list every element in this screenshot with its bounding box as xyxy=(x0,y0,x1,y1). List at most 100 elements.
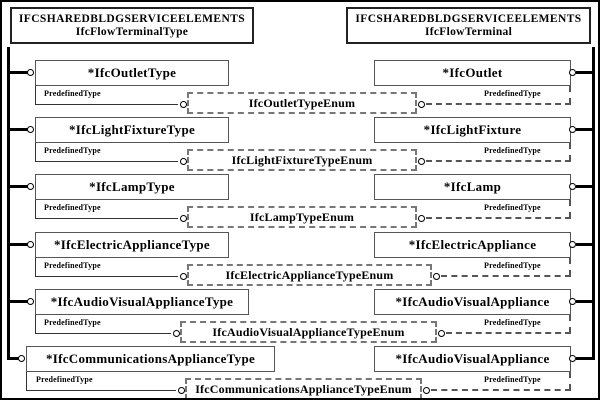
open-circle-connector xyxy=(569,69,576,76)
diagram-row: *IfcOutletType PredefinedType IfcOutletT… xyxy=(2,60,598,117)
optional-attribute-line-vertical-dashed xyxy=(569,315,571,333)
occurrence-entity-box: *IfcLamp xyxy=(374,174,571,200)
diagram-row: *IfcAudioVisualApplianceType PredefinedT… xyxy=(2,289,598,346)
supertype-stub-line xyxy=(576,357,593,360)
schema-header-right: IFCSHAREDBLDGSERVICEELEMENTS IfcFlowTerm… xyxy=(346,7,591,44)
open-circle-connector xyxy=(180,158,187,165)
enum-type-box: IfcLampTypeEnum xyxy=(187,206,417,228)
attribute-line-horizontal xyxy=(35,218,178,220)
enum-label: IfcElectricApplianceTypeEnum xyxy=(225,267,394,282)
optional-attribute-line-vertical-dashed xyxy=(569,258,571,276)
open-circle-connector xyxy=(569,183,576,190)
schema-name: IFCSHAREDBLDGSERVICEELEMENTS xyxy=(355,12,582,25)
open-circle-connector xyxy=(27,69,34,76)
attribute-label: PredefinedType xyxy=(484,261,541,270)
occurrence-entity-box: *IfcElectricAppliance xyxy=(374,232,571,258)
supertype-stub-line xyxy=(8,71,29,74)
type-entity-box: *IfcLightFixtureType xyxy=(35,117,229,143)
attribute-line-horizontal xyxy=(35,333,171,335)
enum-type-box: IfcOutletTypeEnum xyxy=(187,92,417,114)
open-circle-connector xyxy=(418,215,425,222)
supertype-stub-line xyxy=(8,357,20,360)
supertype-stub-line xyxy=(576,185,593,188)
supertype-stub-line xyxy=(8,243,29,246)
type-entity-box: *IfcCommunicationsApplianceType xyxy=(26,346,275,372)
entity-label: *IfcLampType xyxy=(89,179,175,194)
enum-type-box: IfcAudioVisualApplianceTypeEnum xyxy=(180,321,437,343)
open-circle-connector xyxy=(27,241,34,248)
attribute-label: PredefinedType xyxy=(484,203,541,212)
open-circle-connector xyxy=(438,330,445,337)
attribute-line-horizontal xyxy=(35,104,178,106)
enum-type-box: IfcCommunicationsApplianceTypeEnum xyxy=(185,378,422,398)
occurrence-entity-box: *IfcLightFixture xyxy=(374,117,571,143)
attribute-label: PredefinedType xyxy=(36,375,93,384)
attribute-line-vertical xyxy=(35,258,37,277)
open-circle-connector xyxy=(173,330,180,337)
attribute-label: PredefinedType xyxy=(484,318,541,327)
supertype-stub-line xyxy=(8,185,29,188)
type-entity-box: *IfcAudioVisualApplianceType xyxy=(35,289,249,315)
left-bus-line xyxy=(7,47,10,360)
optional-attribute-line-dashed xyxy=(426,217,571,219)
schema-header-left: IFCSHAREDBLDGSERVICEELEMENTS IfcFlowTerm… xyxy=(10,7,254,44)
open-circle-connector xyxy=(180,273,187,280)
enum-type-box: IfcElectricApplianceTypeEnum xyxy=(187,264,432,286)
open-circle-connector xyxy=(418,101,425,108)
attribute-label: PredefinedType xyxy=(484,89,541,98)
optional-attribute-line-vertical-dashed xyxy=(569,143,571,161)
open-circle-connector xyxy=(569,298,576,305)
entity-label: *IfcElectricApplianceType xyxy=(53,237,210,252)
attribute-line-vertical xyxy=(35,86,37,105)
schema-subtitle: IfcFlowTerminal xyxy=(424,25,513,38)
open-circle-connector xyxy=(27,126,34,133)
attribute-line-horizontal xyxy=(35,161,178,163)
attribute-label: PredefinedType xyxy=(484,375,541,384)
entity-label: *IfcAudioVisualAppliance xyxy=(395,294,550,309)
enum-label: IfcAudioVisualApplianceTypeEnum xyxy=(212,324,405,339)
entity-label: *IfcLamp xyxy=(443,179,502,194)
entity-label: *IfcOutletType xyxy=(87,65,177,80)
attribute-label: PredefinedType xyxy=(44,203,101,212)
open-circle-connector xyxy=(27,298,34,305)
supertype-stub-line xyxy=(8,128,29,131)
attribute-line-vertical xyxy=(35,143,37,162)
attribute-line-vertical xyxy=(35,315,37,334)
open-circle-connector xyxy=(569,355,576,362)
entity-label: *IfcAudioVisualApplianceType xyxy=(50,294,234,309)
open-circle-connector xyxy=(569,126,576,133)
attribute-line-horizontal xyxy=(35,276,178,278)
diagram-row: *IfcLightFixtureType PredefinedType IfcL… xyxy=(2,117,598,174)
enum-label: IfcLampTypeEnum xyxy=(249,209,355,224)
open-circle-connector xyxy=(180,101,187,108)
optional-attribute-line-vertical-dashed xyxy=(569,200,571,218)
diagram-row: *IfcCommunicationsApplianceType Predefin… xyxy=(2,346,598,398)
optional-attribute-line-dashed xyxy=(426,103,571,105)
open-circle-connector xyxy=(569,241,576,248)
entity-label: *IfcCommunicationsApplianceType xyxy=(45,351,256,366)
optional-attribute-line-dashed xyxy=(446,332,571,334)
schema-name: IFCSHAREDBLDGSERVICEELEMENTS xyxy=(18,12,246,25)
enum-type-box: IfcLightFixtureTypeEnum xyxy=(187,149,417,171)
open-circle-connector xyxy=(423,387,430,394)
entity-label: *IfcLightFixtureType xyxy=(68,122,196,137)
entity-label: *IfcAudioVisualAppliance xyxy=(395,351,550,366)
open-circle-connector xyxy=(180,215,187,222)
attribute-label: PredefinedType xyxy=(484,146,541,155)
occurrence-entity-box: *IfcAudioVisualAppliance xyxy=(374,346,571,372)
open-circle-connector xyxy=(178,387,185,394)
supertype-stub-line xyxy=(576,300,593,303)
entity-label: *IfcLightFixture xyxy=(423,122,522,137)
enum-label: IfcLightFixtureTypeEnum xyxy=(231,152,373,167)
type-entity-box: *IfcElectricApplianceType xyxy=(35,232,229,258)
supertype-stub-line xyxy=(576,128,593,131)
optional-attribute-line-dashed xyxy=(426,160,571,162)
schema-subtitle: IfcFlowTerminalType xyxy=(75,25,189,38)
entity-label: *IfcOutlet xyxy=(442,65,503,80)
supertype-stub-line xyxy=(576,243,593,246)
attribute-line-vertical xyxy=(26,372,28,391)
attribute-label: PredefinedType xyxy=(44,146,101,155)
open-circle-connector xyxy=(418,158,425,165)
supertype-stub-line xyxy=(576,71,593,74)
